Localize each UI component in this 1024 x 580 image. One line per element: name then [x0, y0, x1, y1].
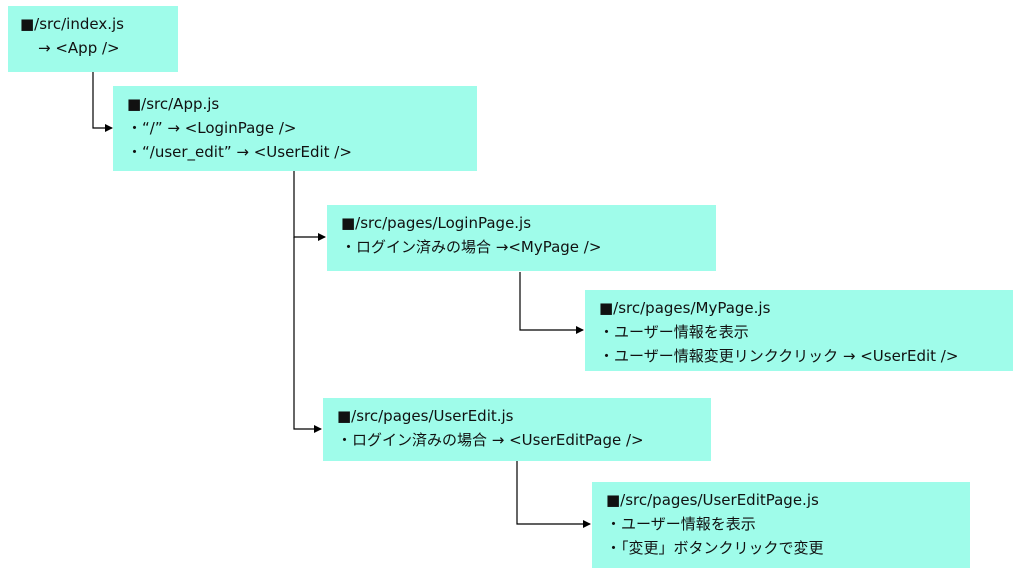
- node-line: ・ユーザー情報変更リンククリック → <UserEdit />: [599, 347, 959, 365]
- node-line: ・ユーザー情報を表示: [606, 515, 756, 533]
- node-line: ・「変更」ボタンクリックで変更: [606, 539, 824, 557]
- node-title: ■/src/pages/MyPage.js: [599, 299, 771, 317]
- node-line: → <App />: [38, 39, 120, 57]
- node-line: ・ユーザー情報を表示: [599, 323, 749, 341]
- connector-app-to-login: [293, 171, 326, 241]
- node-line: ・“/” → <LoginPage />: [127, 119, 297, 137]
- node-title: ■/src/pages/LoginPage.js: [341, 214, 532, 232]
- node-app-js: ■/src/App.js ・“/” → <LoginPage /> ・“/use…: [113, 86, 477, 171]
- node-line: ・ログイン済みの場合 →<MyPage />: [341, 238, 602, 256]
- node-mypage-js: ■/src/pages/MyPage.js ・ユーザー情報を表示 ・ユーザー情報…: [585, 290, 1013, 371]
- connector-login-to-mypage: [519, 272, 584, 334]
- node-line: ・“/user_edit” → <UserEdit />: [127, 143, 352, 161]
- node-loginpage-js: ■/src/pages/LoginPage.js ・ログイン済みの場合 →<My…: [327, 205, 716, 271]
- node-title: ■/src/index.js: [20, 15, 124, 33]
- connector-index-to-app: [92, 72, 113, 132]
- node-title: ■/src/pages/UserEdit.js: [337, 407, 514, 425]
- node-usereditpage-js: ■/src/pages/UserEditPage.js ・ユーザー情報を表示 ・…: [592, 482, 970, 568]
- node-index-js: ■/src/index.js → <App />: [8, 6, 178, 72]
- node-title: ■/src/pages/UserEditPage.js: [606, 491, 819, 509]
- connector-useredit-to-usereditpage: [516, 461, 591, 528]
- connector-app-to-useredit: [293, 237, 322, 433]
- node-useredit-js: ■/src/pages/UserEdit.js ・ログイン済みの場合 → <Us…: [323, 398, 711, 461]
- node-line: ・ログイン済みの場合 → <UserEditPage />: [337, 431, 644, 449]
- node-title: ■/src/App.js: [127, 95, 220, 113]
